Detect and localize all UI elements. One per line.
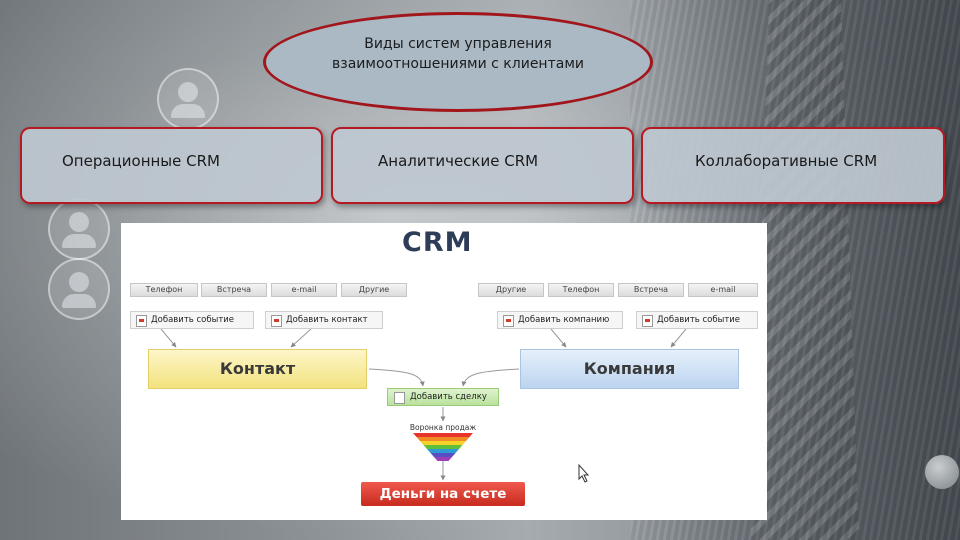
action-label: Добавить компанию [518,315,610,325]
type-box-operational: Операционные CRM [20,127,323,204]
calendar-icon [394,392,405,404]
crm-title: CRM [402,227,473,258]
connector [290,328,312,348]
channel-tag: Другие [478,283,544,297]
add-company-action: Добавить компанию [497,311,623,329]
connector [461,368,520,387]
type-box-analytical: Аналитические CRM [331,127,634,204]
funnel-stripe [430,453,456,457]
suit-button-icon [925,455,959,489]
funnel-stripe [427,449,459,453]
add-event-action: Добавить событие [130,311,254,329]
channel-tag: Встреча [618,283,684,297]
connector [550,328,567,348]
background-person-icon [48,258,110,320]
funnel-stripe [416,437,470,441]
action-label: Добавить контакт [286,315,368,325]
action-label: Добавить сделку [410,392,487,402]
channel-tag: Встреча [201,283,267,297]
cursor-icon [578,463,590,483]
channel-tag: Другие [341,283,407,297]
funnel-stripe [413,433,473,437]
company-node: Компания [520,349,739,389]
crm-connectors [160,328,687,483]
title-oval: Виды систем управления взаимоотношениями… [263,12,653,112]
calendar-icon [642,315,653,327]
calendar-icon [136,315,147,327]
connector [160,328,177,348]
add-event-action: Добавить событие [636,311,758,329]
action-label: Добавить событие [151,315,235,325]
funnel-stripe [423,445,463,449]
connector [670,328,687,348]
title-oval-text: Виды систем управления взаимоотношениями… [332,36,584,72]
contact-node: Контакт [148,349,367,389]
channel-tag: e-mail [271,283,337,297]
type-box-collaborative: Коллаборативные CRM [641,127,945,204]
crm-diagram-panel: CRM Телефон Встреча e-mail Другие Другие… [121,223,767,520]
channel-tag: Телефон [130,283,198,297]
type-label-collaborative: Коллаборативные CRM [695,152,878,170]
type-label-operational: Операционные CRM [62,152,220,170]
background-person-icon [48,198,110,260]
background-tie [751,0,859,540]
channel-tag: e-mail [688,283,758,297]
calendar-icon [503,315,514,327]
connector [368,368,425,387]
calendar-icon [271,315,282,327]
funnel-stripe [434,457,452,461]
channel-tag: Телефон [548,283,614,297]
money-node: Деньги на счете [361,482,525,506]
add-contact-action: Добавить контакт [265,311,383,329]
funnel-stripe [420,441,466,445]
action-label: Добавить событие [657,315,741,325]
add-deal-action: Добавить сделку [387,388,499,406]
type-label-analytical: Аналитические CRM [378,152,539,170]
background-person-icon [157,68,219,130]
sales-funnel-label: Воронка продаж [409,423,477,432]
